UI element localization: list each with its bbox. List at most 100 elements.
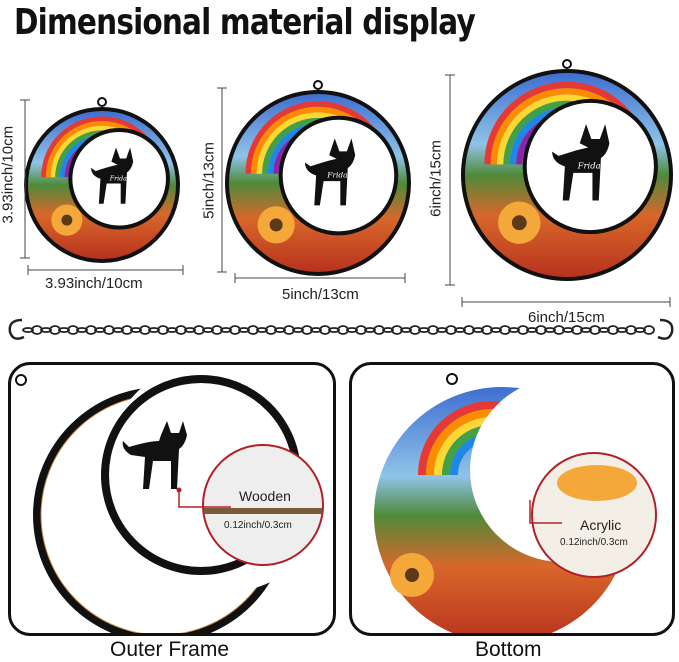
engraved-name: Frida xyxy=(577,161,601,171)
material-label-acrylic: Acrylic xyxy=(580,517,622,533)
caption-outer-frame: Outer Frame xyxy=(110,638,230,661)
acrylic-bottom-illustration xyxy=(374,373,657,633)
chain-link xyxy=(454,327,466,333)
chain-link xyxy=(247,325,259,335)
chain-link xyxy=(256,327,268,333)
chain-link xyxy=(346,327,358,333)
chain-link xyxy=(328,327,340,333)
chain-link xyxy=(535,325,547,335)
chain-link xyxy=(526,327,538,333)
chain-link xyxy=(643,325,655,335)
chain-link xyxy=(616,327,628,333)
outer-frame-panel: Wooden 0.12inch/0.3cm xyxy=(8,362,336,636)
chain-link xyxy=(112,327,124,333)
size-medium-height-label: 5inch/13cm xyxy=(200,142,218,219)
chain-link xyxy=(220,327,232,333)
chain-link xyxy=(193,325,205,335)
chain-link xyxy=(400,327,412,333)
chain-link xyxy=(436,327,448,333)
chain-link xyxy=(229,325,241,335)
chain-link xyxy=(553,325,565,335)
chain-link xyxy=(418,327,430,333)
moon-large: Frida xyxy=(461,59,673,281)
bottom-panel: Acrylic 0.12inch/0.3cm xyxy=(349,362,675,636)
chain-link xyxy=(22,327,34,333)
chain-link xyxy=(634,327,646,333)
engraved-name: Frida xyxy=(109,175,127,182)
chain-link xyxy=(139,325,151,335)
chain-link xyxy=(166,327,178,333)
magnifier-callout xyxy=(202,444,324,566)
hanging-chain xyxy=(8,318,674,340)
material-label-wooden: Wooden xyxy=(239,488,291,504)
chain-link xyxy=(49,325,61,335)
engraved-name: Frida xyxy=(326,170,347,179)
chain-link xyxy=(202,327,214,333)
chain-link xyxy=(319,325,331,335)
chain-link xyxy=(157,325,169,335)
chain-link xyxy=(364,327,376,333)
chain-link xyxy=(472,327,484,333)
chain-link xyxy=(310,327,322,333)
chain-link xyxy=(625,325,637,335)
chain-link xyxy=(184,327,196,333)
s-hook-icon xyxy=(657,318,674,340)
chain-link xyxy=(148,327,160,333)
chain-link xyxy=(130,327,142,333)
dog-silhouette-icon xyxy=(91,147,134,204)
chain-link xyxy=(58,327,70,333)
size-large-height-label: 6inch/15cm xyxy=(427,140,445,217)
dog-silhouette-icon xyxy=(304,138,356,206)
chain-link xyxy=(301,325,313,335)
dog-silhouette-icon xyxy=(122,421,187,489)
size-small-height-label: 3.93inch/10cm xyxy=(0,125,17,224)
chain-link xyxy=(571,325,583,335)
chain-link xyxy=(76,327,88,333)
chain-link xyxy=(427,325,439,335)
chain-link xyxy=(499,325,511,335)
chain-link xyxy=(175,325,187,335)
dimension-lines xyxy=(20,74,671,307)
chain-link xyxy=(517,325,529,335)
chain-link xyxy=(391,325,403,335)
chain-link xyxy=(238,327,250,333)
size-large-width-label: 6inch/15cm xyxy=(528,309,605,326)
moon-small: Frida xyxy=(24,97,180,263)
chain-link xyxy=(121,325,133,335)
chain-link xyxy=(40,327,52,333)
chain-link xyxy=(94,327,106,333)
s-hook-icon xyxy=(8,318,25,340)
moon-medium: Frida xyxy=(225,80,411,276)
thickness-label-wooden: 0.12inch/0.3cm xyxy=(224,520,292,531)
chain-link xyxy=(607,325,619,335)
chain-link xyxy=(211,325,223,335)
chain-link xyxy=(589,325,601,335)
chain-link xyxy=(274,327,286,333)
chain-link xyxy=(382,327,394,333)
chain-link xyxy=(337,325,349,335)
chain-link xyxy=(85,325,97,335)
caption-bottom: Bottom xyxy=(475,638,542,661)
chain-link xyxy=(283,325,295,335)
chain-link xyxy=(355,325,367,335)
chain-link xyxy=(544,327,556,333)
chain-link xyxy=(508,327,520,333)
chain-link xyxy=(265,325,277,335)
chain-link xyxy=(598,327,610,333)
chain-link xyxy=(580,327,592,333)
chain-link xyxy=(292,327,304,333)
size-small-width-label: 3.93inch/10cm xyxy=(45,275,143,292)
chain-link xyxy=(490,327,502,333)
chain-link xyxy=(373,325,385,335)
chain-link xyxy=(409,325,421,335)
chain-link xyxy=(67,325,79,335)
chain-link xyxy=(31,325,43,335)
chain-link xyxy=(463,325,475,335)
dog-silhouette-icon xyxy=(552,124,610,201)
page-title: Dimensional material display xyxy=(14,2,476,43)
chain-link xyxy=(481,325,493,335)
chain-link xyxy=(103,325,115,335)
chain-link xyxy=(445,325,457,335)
chain-link xyxy=(562,327,574,333)
